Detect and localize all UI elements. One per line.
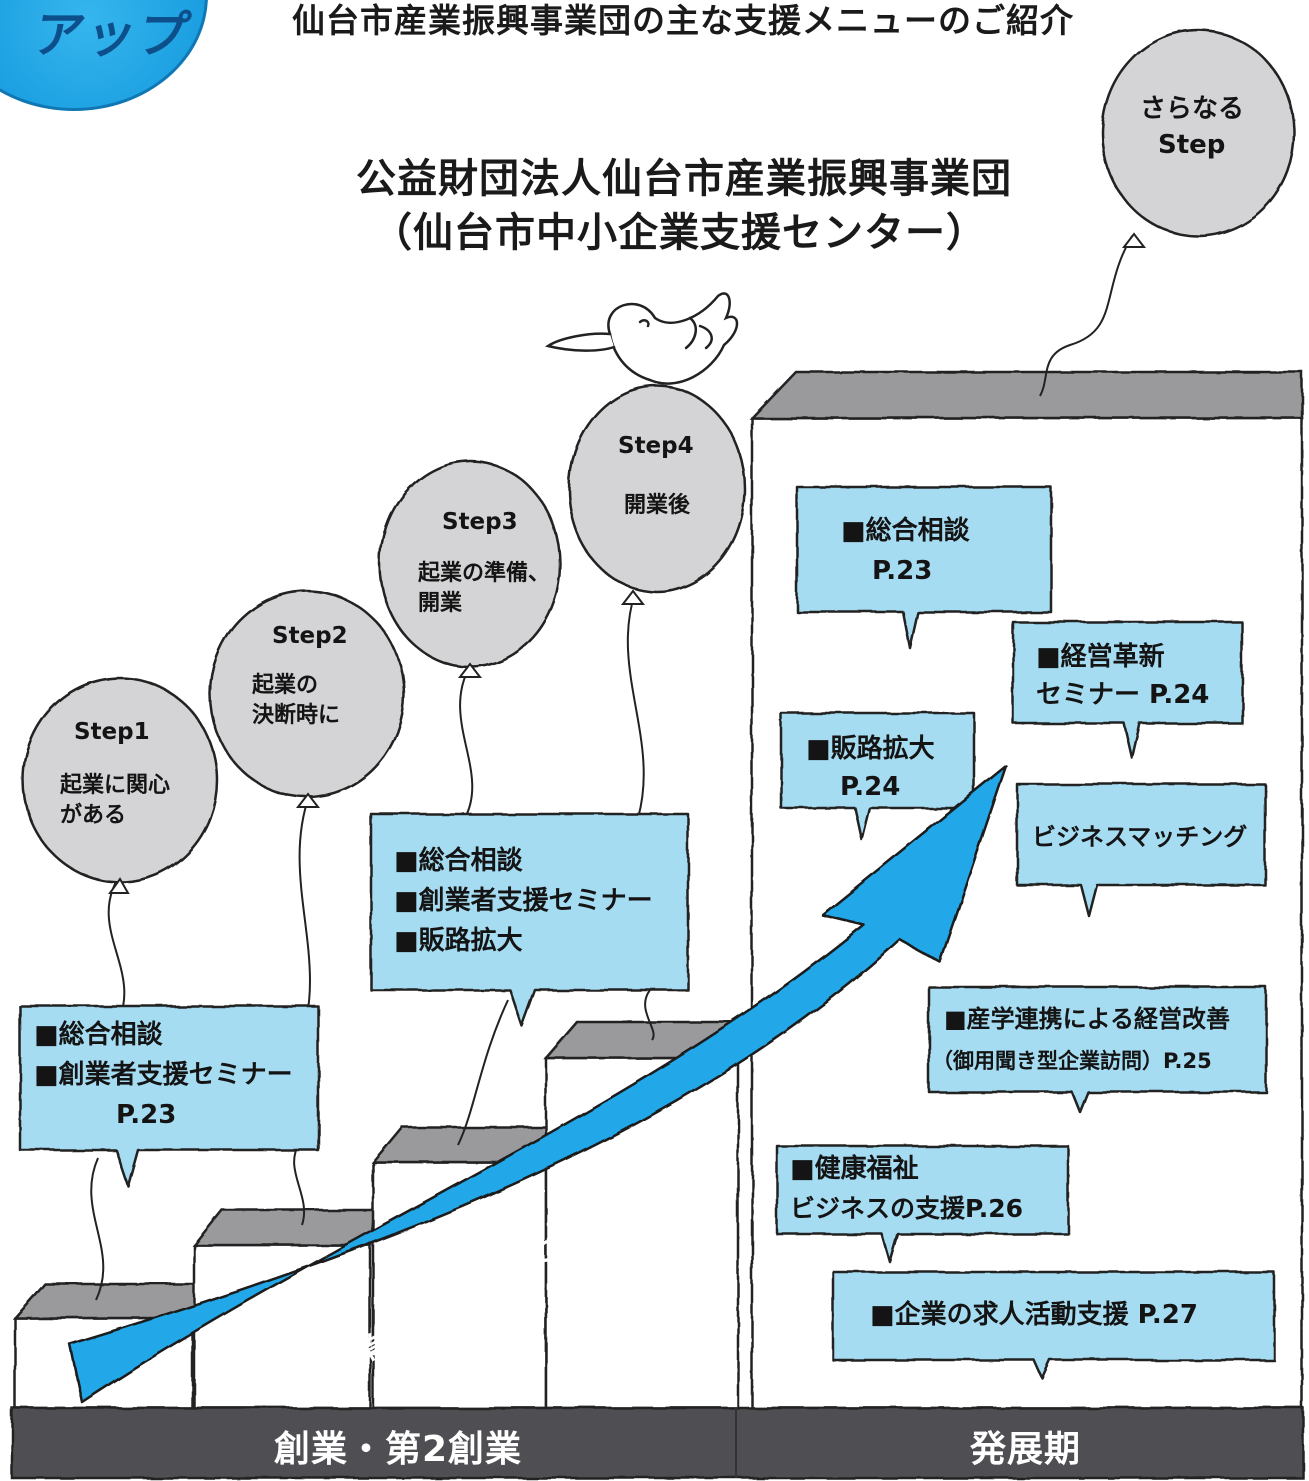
balloon-further-line2: Step xyxy=(1158,130,1226,160)
bubble-consultation-line2: P.23 xyxy=(872,556,933,586)
balloon-step3-line1: 起業の準備、 xyxy=(418,561,551,586)
bubble-management-innovation xyxy=(1011,620,1244,760)
bubble-industry-academia xyxy=(927,985,1268,1114)
bubble-innovation-line2: セミナー P.24 xyxy=(1036,680,1210,710)
bubble-sales-line1: ■販路拡大 xyxy=(806,734,935,764)
balloon-step1-line2: がある xyxy=(60,803,127,828)
balloon-step1 xyxy=(21,676,219,894)
bubble-startup-left-line1: ■総合相談 xyxy=(34,1020,163,1050)
phase-startup-label: 創業・第2創業 xyxy=(274,1429,523,1470)
balloon-step4-line1: 開業後 xyxy=(624,493,691,518)
bird-illustration xyxy=(544,292,739,385)
support-arrow xyxy=(68,764,1008,1404)
bubble-startup-left-line2: ■創業者支援セミナー xyxy=(34,1060,293,1090)
bubble-consultation xyxy=(795,485,1053,650)
balloon-further-step xyxy=(1100,28,1296,248)
bubble-recruitment-line1: ■企業の求人活動支援 P.27 xyxy=(870,1300,1198,1330)
base-bar xyxy=(10,1406,1305,1480)
balloon-step2-line2: 決断時に xyxy=(252,703,341,728)
bubble-business-matching xyxy=(1015,782,1267,918)
balloon-step2-line1: 起業の xyxy=(252,673,319,698)
balloon-step3-title: Step3 xyxy=(442,509,518,535)
org-name: 公益財団法人仙台市産業振興事業団 xyxy=(356,156,1012,202)
page-header: 仙台市産業振興事業団の主な支援メニューのご紹介 xyxy=(292,1,1074,40)
bubble-sales-line2: P.24 xyxy=(840,772,901,802)
balloon-step2-title: Step2 xyxy=(272,623,348,649)
bubble-startup-center xyxy=(369,812,690,1028)
bubble-recruitment-support xyxy=(831,1270,1276,1380)
balloon-step3-line2: 開業 xyxy=(418,591,463,616)
bubble-sales-expansion xyxy=(779,711,976,842)
bubble-academia-line2: （御用聞き型企業訪問）P.25 xyxy=(932,1049,1212,1073)
bubble-startup-center-line3: ■販路拡大 xyxy=(394,926,523,956)
balloon-further-line1: さらなる xyxy=(1140,94,1245,124)
building-block-step-2 xyxy=(191,1208,377,1410)
bubble-matching-line1: ビジネスマッチング xyxy=(1032,823,1248,851)
bubble-academia-line1: ■産学連携による経営改善 xyxy=(944,1005,1230,1033)
balloon-strings xyxy=(90,235,1133,1301)
balloon-step4-title: Step4 xyxy=(618,433,694,459)
balloon-step4 xyxy=(567,384,747,605)
bubble-startup-left-line3: P.23 xyxy=(116,1100,177,1130)
bubble-health-welfare xyxy=(775,1144,1070,1264)
bubble-startup-center-line2: ■創業者支援セミナー xyxy=(394,886,653,916)
balloon-step2 xyxy=(208,589,406,808)
bubble-consultation-line1: ■総合相談 xyxy=(841,516,970,546)
phase-growth-label: 発展期 xyxy=(970,1429,1082,1470)
bubble-startup-left xyxy=(18,1004,320,1188)
bubble-startup-center-line1: ■総合相談 xyxy=(394,846,523,876)
bubble-innovation-line1: ■経営革新 xyxy=(1036,642,1165,672)
bubble-health-line1: ■健康福祉 xyxy=(790,1154,919,1184)
bubble-health-line2: ビジネスの支援P.26 xyxy=(790,1194,1024,1223)
balloon-step3 xyxy=(378,459,562,678)
balloon-step1-line1: 起業に関心 xyxy=(60,773,171,798)
balloon-step1-title: Step1 xyxy=(74,719,150,745)
org-subtitle: （仙台市中小企業支援センター） xyxy=(372,210,987,256)
